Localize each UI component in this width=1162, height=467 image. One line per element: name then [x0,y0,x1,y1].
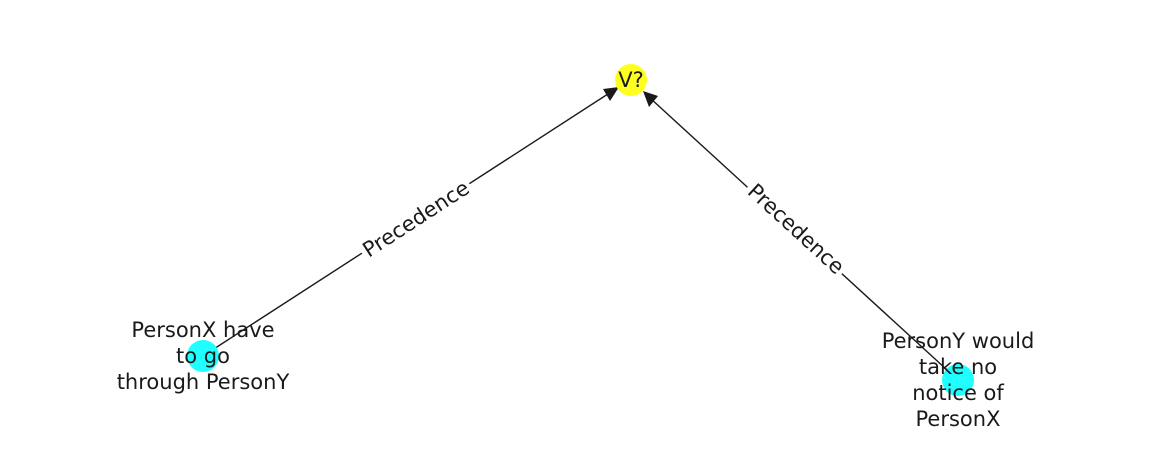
node-circle [187,340,219,372]
node-label-line: through PersonY [117,370,290,394]
node-label: V? [618,68,644,92]
edge-personx-to-v: Precedence [202,87,619,357]
edge-label: Precedence [358,176,473,263]
arrow-head [643,91,658,107]
node-persony: PersonY would take no notice of PersonX [882,329,1035,431]
edge-label-bg [354,172,478,266]
node-personx: PersonX have to go through PersonY [117,318,290,394]
edge-label: Precedence [743,179,849,279]
edge-label-bg [739,175,853,283]
node-label-line: take no [919,355,997,379]
node-label-line: PersonX have [131,318,274,342]
arrow-head [603,87,619,101]
node-label-line: notice of [912,381,1004,405]
node-label-line: to go [176,344,230,368]
node-label-line: PersonY would [882,329,1035,353]
node-circle [615,64,647,96]
node-label-line: PersonX [916,407,1001,431]
node-circle [942,364,974,396]
node-v: V? [615,64,647,96]
